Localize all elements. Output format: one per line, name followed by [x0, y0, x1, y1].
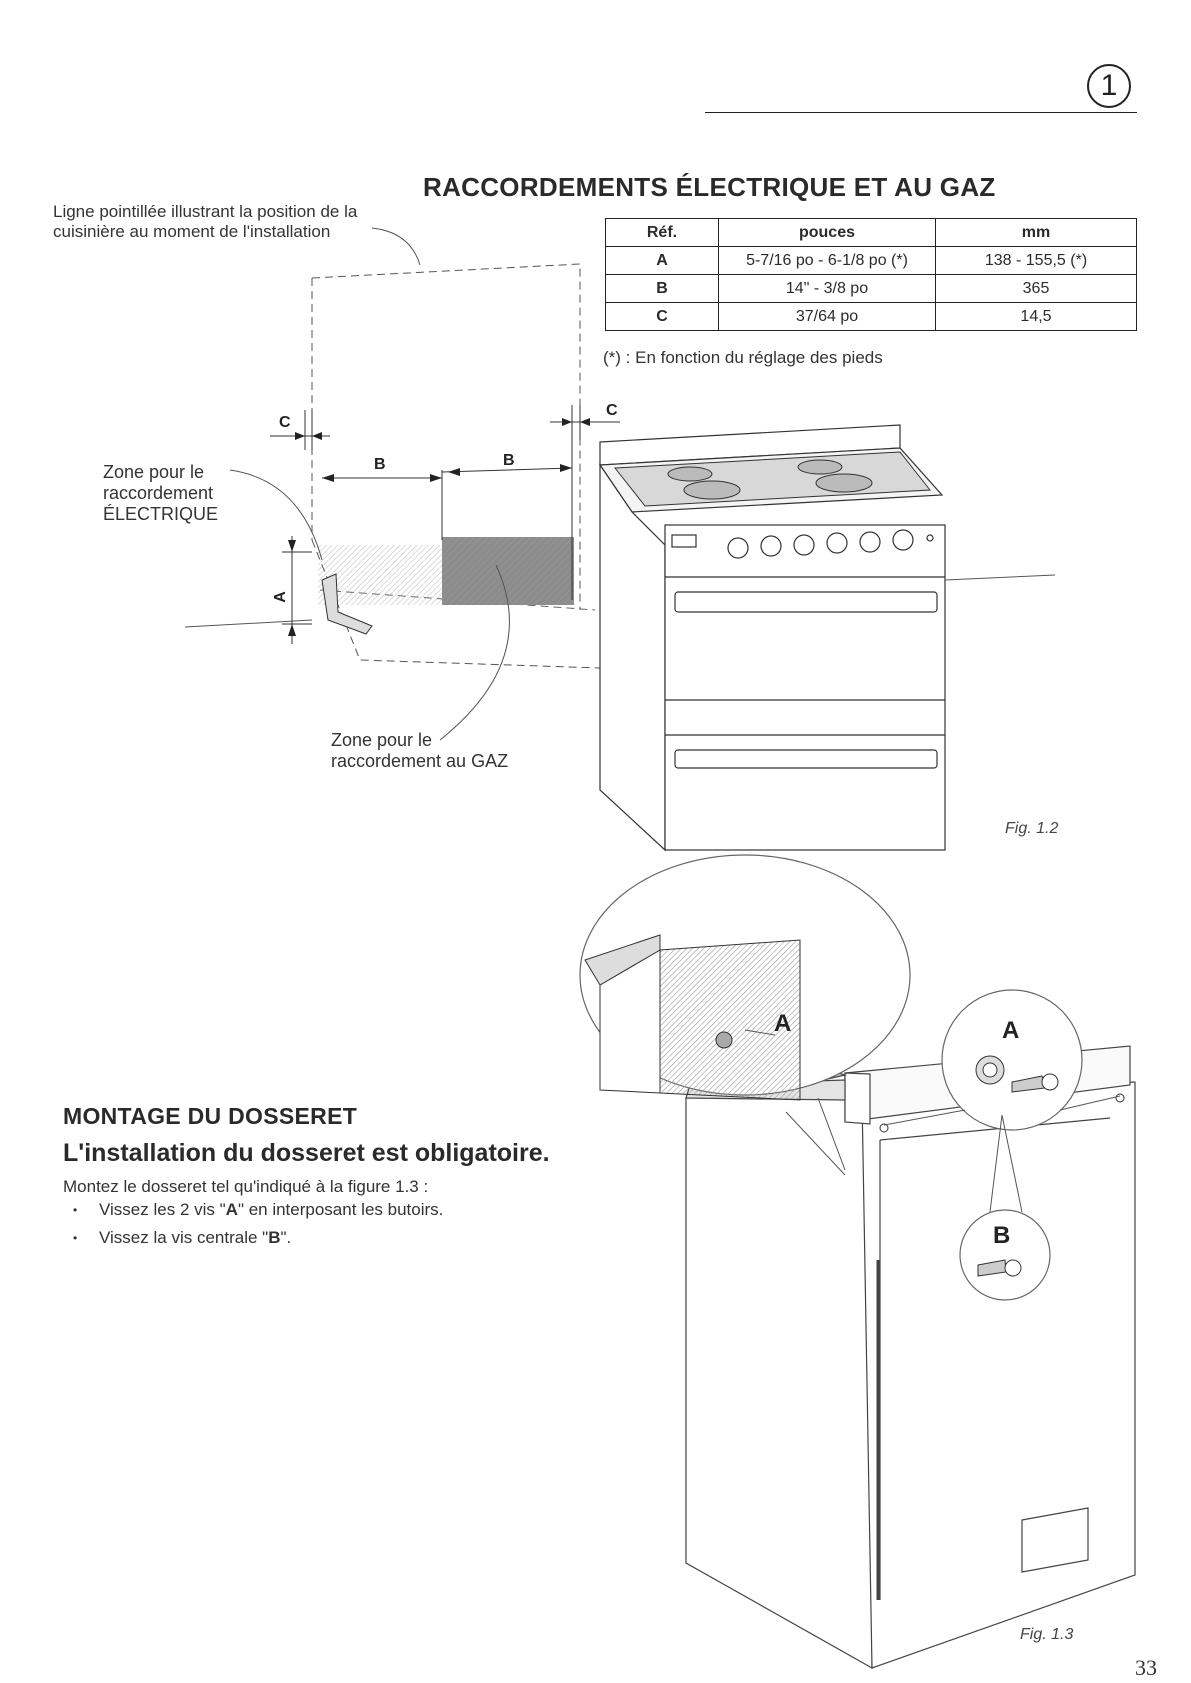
electrical-zone-line3: ÉLECTRIQUE	[103, 504, 219, 524]
dimensions-table: Réf. pouces mm A 5-7/16 po - 6-1/8 po (*…	[605, 218, 1137, 331]
table-header-row: Réf. pouces mm	[605, 218, 1137, 247]
table-cell-inches: 14" - 3/8 po	[718, 274, 936, 303]
gas-zone-line1: Zone pour le	[331, 730, 433, 750]
step-2-text-after: ".	[280, 1228, 292, 1247]
section-title-backsplash: MONTAGE DU DOSSERET	[63, 1103, 358, 1129]
list-item: Vissez les 2 vis "A" en interposant les …	[63, 1196, 543, 1224]
callout-a-zoom: A	[774, 1010, 792, 1037]
table-footnote: (*) : En fonction du réglage des pieds	[603, 348, 883, 367]
step-1-text-before: Vissez les 2 vis "	[99, 1200, 226, 1219]
callout-b-detail: B	[993, 1222, 1011, 1249]
table-cell-mm: 365	[935, 274, 1137, 303]
step-2-text-before: Vissez la vis centrale "	[99, 1228, 269, 1247]
list-item: Vissez la vis centrale "B".	[63, 1224, 543, 1252]
steps-list: Vissez les 2 vis "A" en interposant les …	[63, 1196, 543, 1252]
gas-zone-label: Zone pour le raccordement au GAZ	[331, 730, 508, 772]
table-cell-ref: A	[605, 246, 719, 275]
dim-label-b-right: B	[503, 452, 515, 469]
dim-label-a: A	[271, 591, 289, 603]
figure-caption-1-2: Fig. 1.2	[1005, 820, 1059, 837]
page-number: 33	[1135, 1655, 1157, 1680]
table-row: A 5-7/16 po - 6-1/8 po (*) 138 - 155,5 (…	[605, 246, 1137, 275]
figure-caption-1-3: Fig. 1.3	[1020, 1626, 1074, 1643]
dashed-line-note-line1: Ligne pointillée illustrant la position …	[53, 202, 358, 221]
table-header-ref: Réf.	[605, 218, 719, 247]
electrical-zone-label: Zone pour le raccordement ÉLECTRIQUE	[103, 462, 218, 525]
chapter-rule	[705, 112, 1137, 113]
step-1-text-after: " en interposant les butoirs.	[237, 1200, 444, 1219]
table-cell-mm: 14,5	[935, 302, 1137, 331]
section-title-connections: RACCORDEMENTS ÉLECTRIQUE ET AU GAZ	[423, 172, 996, 202]
table-header-mm: mm	[935, 218, 1137, 247]
dashed-line-note: Ligne pointillée illustrant la position …	[53, 202, 357, 242]
table-row: C 37/64 po 14,5	[605, 302, 1137, 331]
callout-a-detail: A	[1002, 1017, 1020, 1044]
dim-label-c-left: C	[279, 414, 291, 431]
electrical-zone-line1: Zone pour le	[103, 462, 205, 482]
section-intro: Montez le dosseret tel qu'indiqué à la f…	[63, 1177, 429, 1196]
dim-label-b-left: B	[374, 456, 386, 473]
step-2-bold: B	[268, 1228, 281, 1247]
chapter-number-badge: 1	[1087, 64, 1131, 108]
section-subtitle-mandatory: L'installation du dosseret est obligatoi…	[63, 1139, 550, 1167]
table-cell-inches: 37/64 po	[718, 302, 936, 331]
electrical-zone-line2: raccordement	[103, 483, 214, 503]
dim-label-c-right: C	[606, 402, 618, 419]
table-row: B 14" - 3/8 po 365	[605, 274, 1137, 303]
dashed-line-note-line2: cuisinière au moment de l'installation	[53, 222, 331, 241]
table-cell-ref: C	[605, 302, 719, 331]
table-cell-inches: 5-7/16 po - 6-1/8 po (*)	[718, 246, 936, 275]
step-1-bold: A	[225, 1200, 238, 1219]
gas-zone-line2: raccordement au GAZ	[331, 751, 509, 771]
